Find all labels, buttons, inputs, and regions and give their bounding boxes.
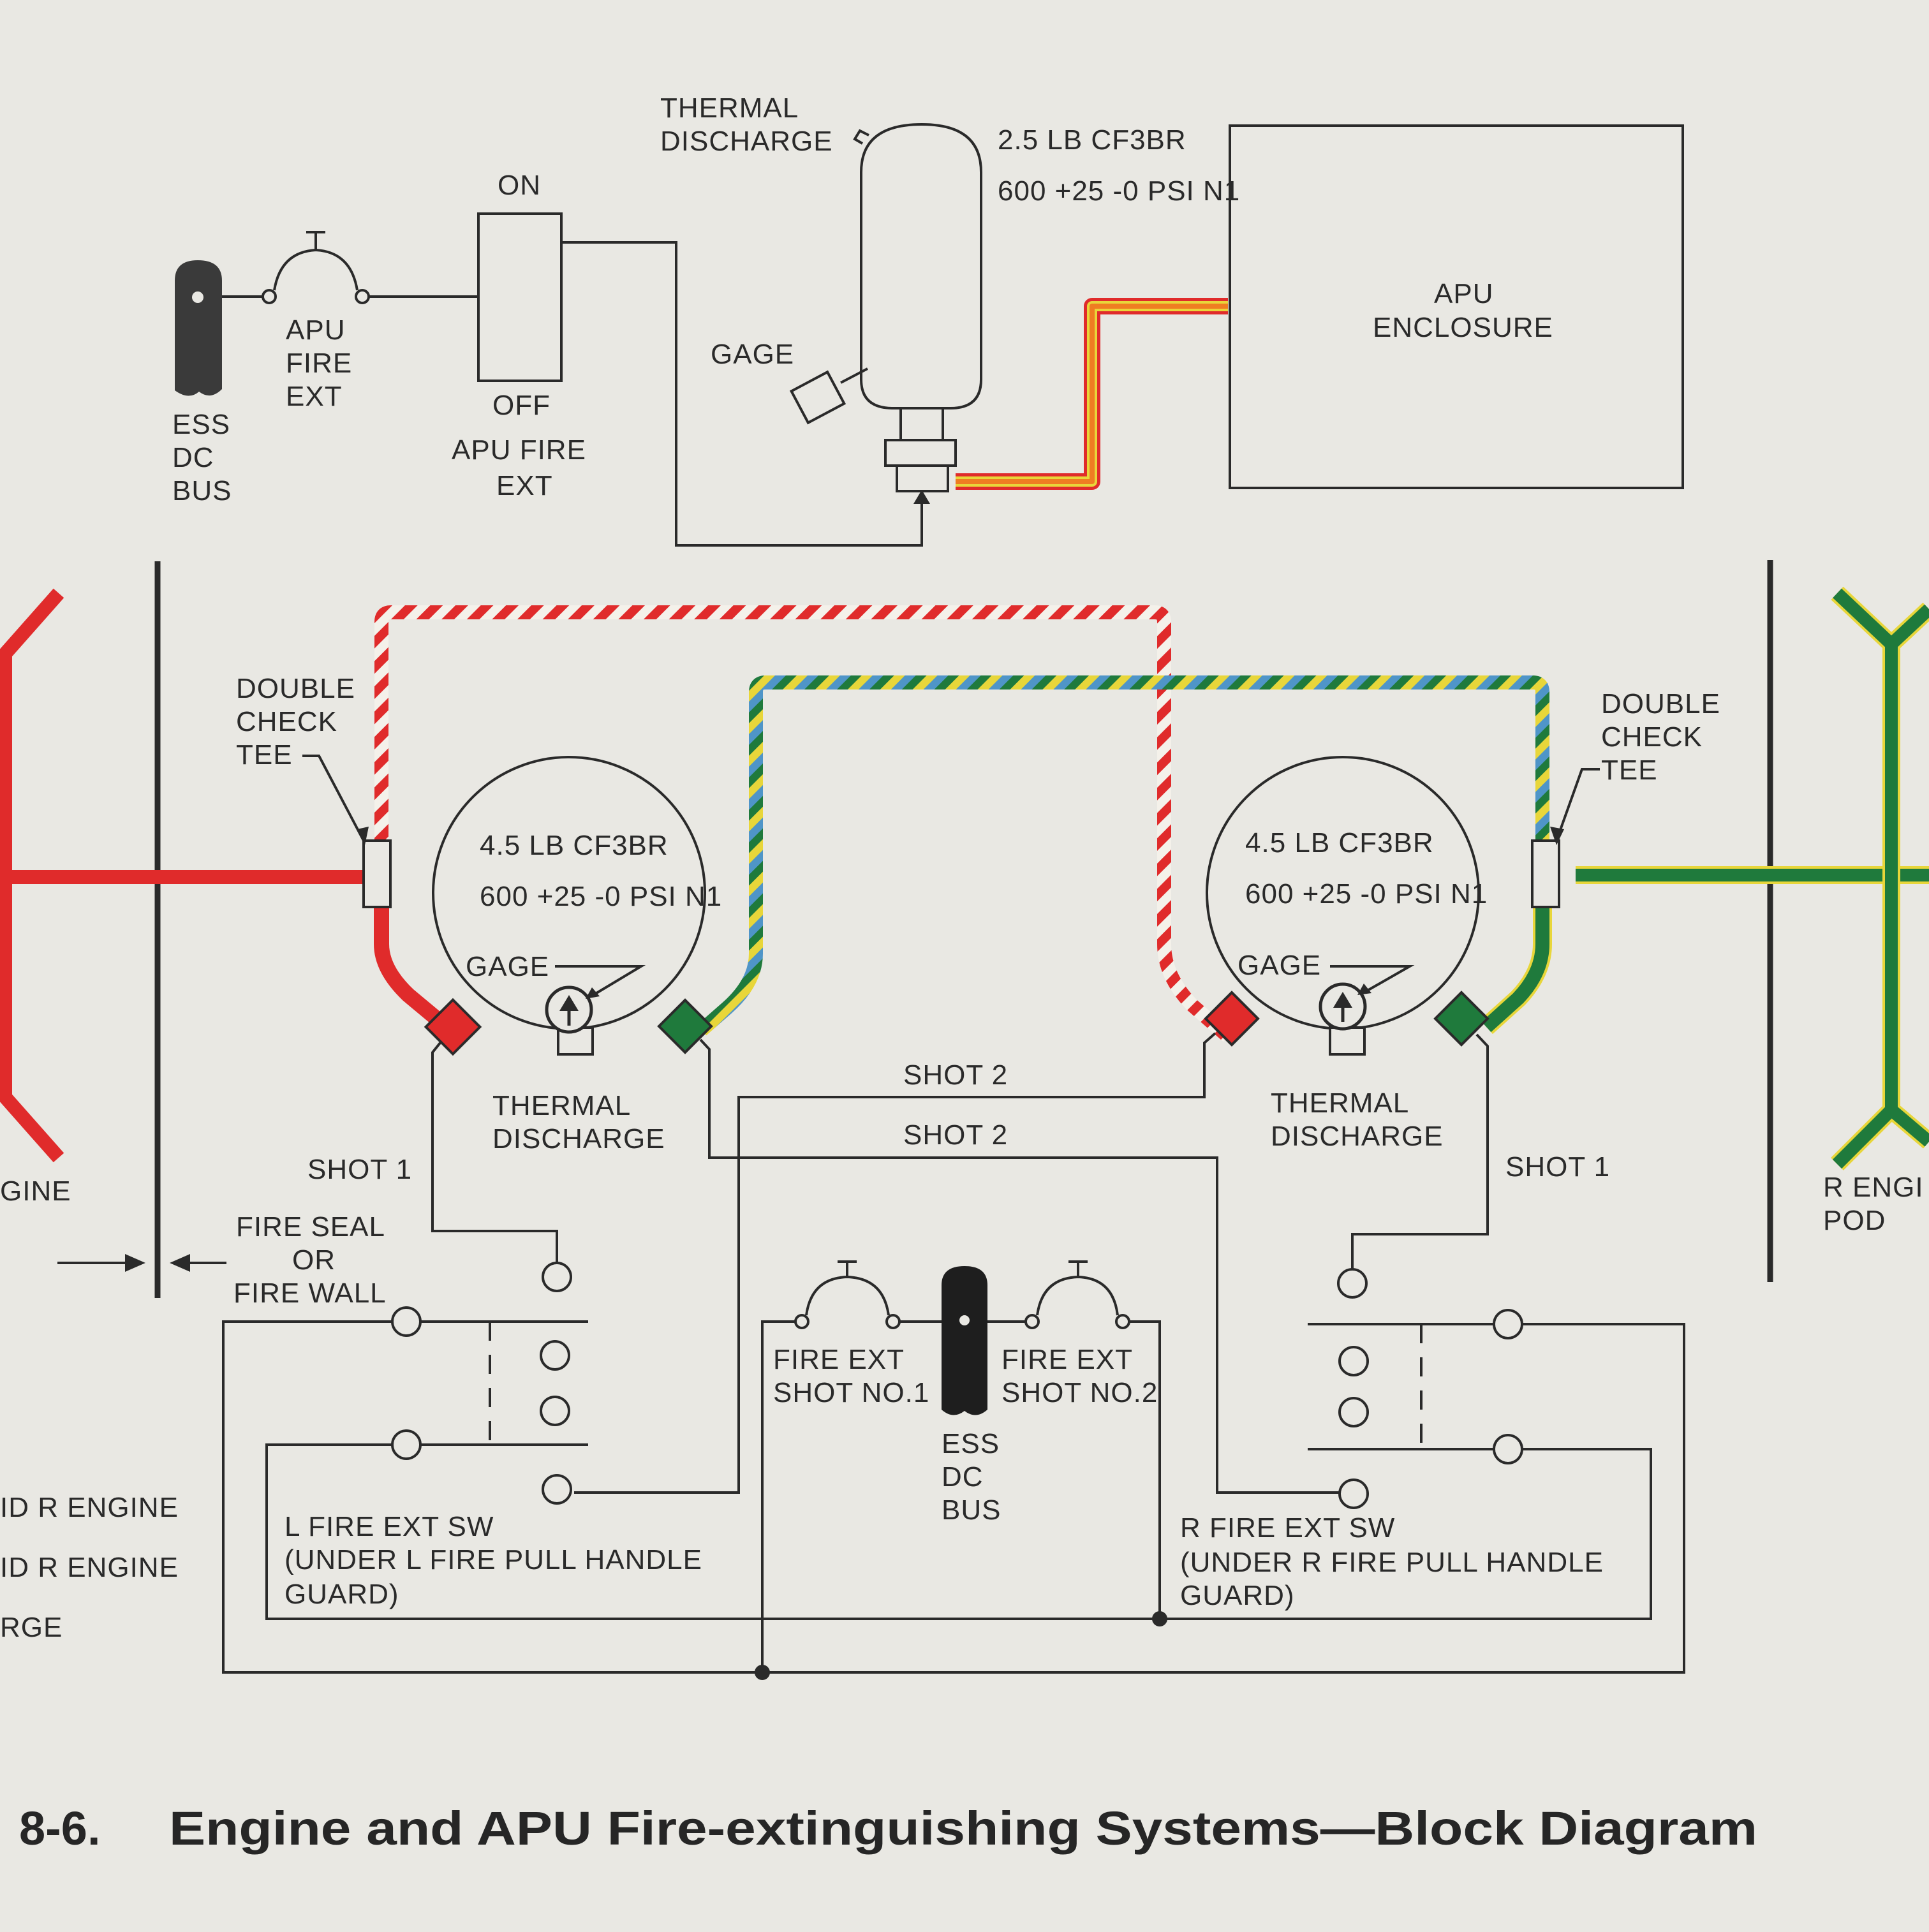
- junction-dot: [755, 1665, 770, 1680]
- inner-bus-loop: [265, 1443, 1652, 1620]
- right-tee-label-1: DOUBLE: [1601, 688, 1720, 719]
- apu-bottle-spec-2: 600 +25 -0 PSI N1: [998, 175, 1240, 207]
- apu-switch-name-2: EXT: [496, 470, 553, 501]
- right-shot1-label: SHOT 1: [1505, 1151, 1610, 1183]
- legend-fragment-1: ID R ENGINE: [0, 1492, 179, 1523]
- left-switch-label-2: (UNDER L FIRE PULL HANDLE: [285, 1544, 702, 1575]
- shot2-lower-label: SHOT 2: [903, 1119, 1008, 1151]
- apu-switch-name-1: APU FIRE: [452, 434, 586, 466]
- apu-enclosure-label-2: ENCLOSURE: [1373, 312, 1553, 343]
- apu-extinguisher-bottle: [789, 122, 982, 504]
- apu-switch-on-label: ON: [498, 170, 541, 201]
- apu-bottle-spec-1: 2.5 LB CF3BR: [998, 124, 1186, 156]
- left-thermal-label-2: DISCHARGE: [492, 1123, 665, 1154]
- legend-fragment-3: RGE: [0, 1612, 63, 1643]
- apu-squib-wire: [561, 241, 923, 547]
- fire-ext-shot2-label-1: FIRE EXT: [1001, 1344, 1133, 1375]
- right-bottle-spec-1: 4.5 LB CF3BR: [1245, 827, 1434, 859]
- center-bus-label-2: DC: [942, 1461, 984, 1493]
- apu-pushbutton-label-2: FIRE: [286, 348, 352, 379]
- fire-ext-shot1-label-1: FIRE EXT: [773, 1344, 905, 1375]
- apu-bus-label-1: ESS: [172, 409, 230, 440]
- left-double-check-tee: [362, 839, 452, 1033]
- left-tee-arrow: [302, 755, 365, 841]
- apu-fire-ext-pushbutton[interactable]: [222, 231, 478, 304]
- fire-seal-label-1: FIRE SEAL: [236, 1211, 385, 1243]
- red-crossfeed-line: [374, 605, 1233, 1042]
- junction-dot: [1152, 1611, 1167, 1626]
- left-engine-label: GINE: [0, 1176, 71, 1207]
- fire-ext-shot1-label-2: SHOT NO.1: [773, 1377, 929, 1408]
- right-tee-arrow: [1555, 768, 1600, 841]
- apu-thermal-label-2: DISCHARGE: [660, 126, 833, 157]
- left-thermal-label-1: THERMAL: [492, 1090, 631, 1121]
- left-tee-label-2: CHECK: [236, 706, 337, 737]
- right-gage-label: GAGE: [1238, 950, 1321, 981]
- left-bottle-spec-1: 4.5 LB CF3BR: [480, 830, 669, 861]
- apu-gage-label: GAGE: [711, 339, 794, 370]
- left-switch-label-1: L FIRE EXT SW: [285, 1511, 494, 1542]
- right-shot1-wire: [1351, 1033, 1489, 1269]
- figure-number: 8-6.: [19, 1802, 101, 1855]
- right-thermal-label-2: DISCHARGE: [1271, 1121, 1444, 1152]
- apu-fire-ext-switch[interactable]: [477, 212, 563, 382]
- outer-bus-loop: [222, 1320, 1685, 1674]
- right-engine-label-2: POD: [1823, 1205, 1886, 1236]
- apu-enclosure: [1229, 124, 1684, 489]
- shot1-feed-wire: [761, 1320, 802, 1672]
- right-tee-label-3: TEE: [1601, 755, 1658, 786]
- left-tee-label-1: DOUBLE: [236, 673, 355, 704]
- shot2-feed-wire: [1123, 1320, 1161, 1619]
- right-thermal-label-1: THERMAL: [1271, 1088, 1409, 1119]
- left-shot1-wire: [431, 1042, 558, 1263]
- left-engine-red-lines: [0, 588, 364, 1163]
- left-switch-label-3: GUARD): [285, 1579, 399, 1610]
- apu-pushbutton-label-1: APU: [286, 314, 345, 346]
- fire-ext-shot2-pushbutton[interactable]: [986, 1260, 1130, 1329]
- left-extinguisher-bottle: [424, 756, 713, 1056]
- center-bus-label-1: ESS: [942, 1428, 1000, 1459]
- shot2-lower-wire: [699, 1038, 1346, 1494]
- apu-bus-label-2: DC: [172, 442, 214, 473]
- left-tee-label-3: TEE: [236, 739, 293, 771]
- apu-discharge-line: [956, 298, 1228, 490]
- apu-enclosure-label-1: APU: [1434, 278, 1493, 309]
- fire-ext-shot1-pushbutton[interactable]: [794, 1260, 943, 1329]
- right-engine-green-lines: [1576, 586, 1929, 1170]
- right-tee-label-2: CHECK: [1601, 721, 1703, 753]
- figure-title: Engine and APU Fire-extinguishing System…: [169, 1802, 1757, 1855]
- right-switch-label-1: R FIRE EXT SW: [1180, 1512, 1395, 1544]
- apu-pushbutton-label-3: EXT: [286, 381, 343, 412]
- right-double-check-tee: [1479, 839, 1560, 1035]
- left-bottle-spec-2: 600 +25 -0 PSI N1: [480, 881, 722, 912]
- left-fire-ext-switch[interactable]: [391, 1262, 588, 1505]
- left-gage-icon: [545, 965, 646, 1034]
- apu-bus-label-3: BUS: [172, 475, 232, 506]
- right-gage-icon: [1319, 965, 1415, 1031]
- apu-switch-off-label: OFF: [492, 390, 551, 421]
- green-crossfeed-line: [697, 675, 1549, 1036]
- apu-thermal-label-1: THERMAL: [660, 92, 799, 124]
- left-shot1-label: SHOT 1: [307, 1154, 412, 1185]
- center-bus-label-3: BUS: [942, 1494, 1001, 1526]
- fire-ext-shot2-label-2: SHOT NO.2: [1001, 1377, 1158, 1408]
- legend-fragment-2: ID R ENGINE: [0, 1552, 179, 1583]
- shot2-upper-wire: [574, 1032, 1216, 1494]
- right-engine-label-1: R ENGI: [1823, 1172, 1924, 1203]
- right-bottle-spec-2: 600 +25 -0 PSI N1: [1245, 878, 1488, 910]
- shot2-upper-label: SHOT 2: [903, 1059, 1008, 1091]
- left-gage-label: GAGE: [466, 951, 549, 982]
- fire-wall-arrows: [57, 1254, 226, 1272]
- fire-seal-label-3: FIRE WALL: [233, 1278, 387, 1309]
- right-switch-label-2: (UNDER R FIRE PULL HANDLE: [1180, 1547, 1604, 1578]
- center-ess-dc-bus: [942, 1266, 987, 1415]
- fire-seal-label-2: OR: [292, 1244, 336, 1276]
- right-fire-ext-switch[interactable]: [1308, 1268, 1523, 1509]
- apu-ess-dc-bus: [175, 260, 222, 396]
- right-switch-label-3: GUARD): [1180, 1580, 1295, 1611]
